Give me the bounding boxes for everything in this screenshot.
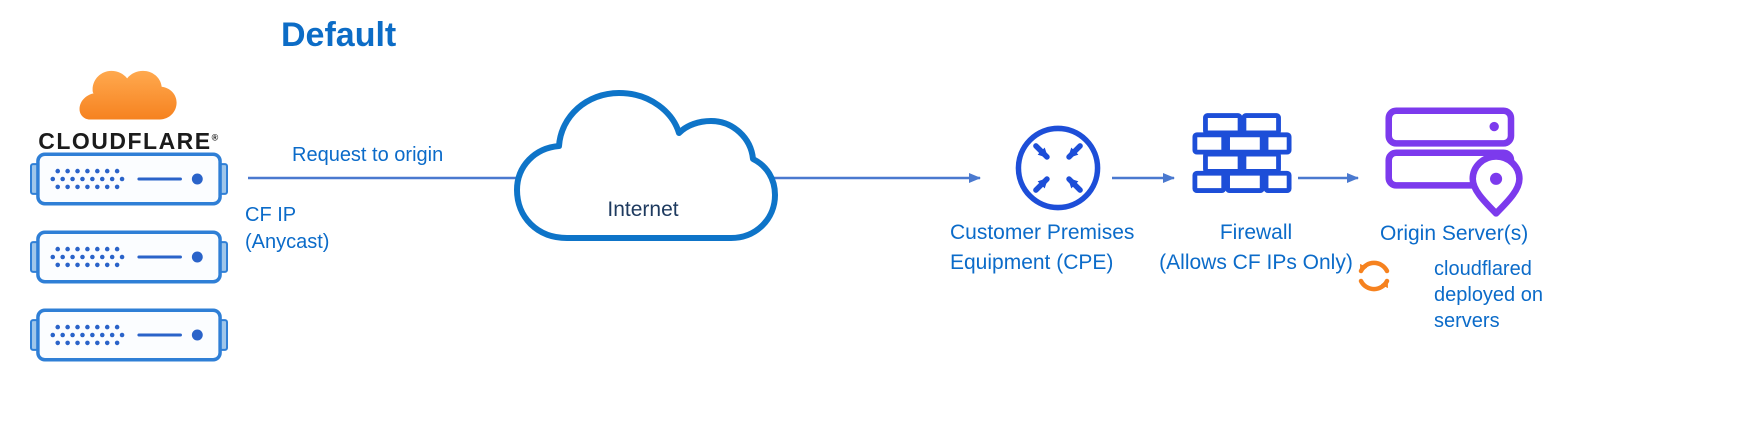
cloudflare-server-icon — [30, 150, 228, 208]
cf-ip-line1: CF IP — [245, 204, 297, 226]
page-title: Default — [281, 16, 397, 54]
request-to-origin-label: Request to origin — [292, 144, 444, 166]
cloudflare-logo: CLOUDFLARE® — [28, 70, 230, 155]
registered-mark: ® — [211, 132, 220, 143]
cloudflared-label: cloudflared deployed on servers — [1434, 256, 1543, 334]
cloudflare-server-icon — [30, 228, 228, 286]
cpe-label-line1: Customer Premises — [950, 221, 1135, 244]
origin-server-icon — [1385, 107, 1523, 217]
cloudflare-wordmark: CLOUDFLARE® — [28, 128, 230, 155]
cpe-icon — [1015, 125, 1101, 211]
firewall-label-line1: Firewall — [1219, 221, 1293, 244]
firewall-label-line2: (Allows CF IPs Only) — [1159, 251, 1353, 274]
cpe-label: Customer Premises Equipment (CPE) — [950, 218, 1134, 278]
cloudflared-sync-icon — [1358, 260, 1390, 292]
cloudflare-cloud-icon — [79, 70, 177, 120]
cloudflared-label-line1: cloudflared — [1434, 258, 1532, 280]
cf-ip-anycast-label: CF IP (Anycast) — [245, 202, 329, 256]
cloudflare-wordmark-text: CLOUDFLARE — [38, 128, 212, 154]
cpe-label-line2: Equipment (CPE) — [950, 251, 1114, 274]
internet-label: Internet — [607, 198, 679, 221]
cloudflare-server-icon — [30, 306, 228, 364]
internet-cloud-icon — [514, 90, 778, 241]
cf-ip-line2: (Anycast) — [245, 231, 330, 253]
origin-server-label: Origin Server(s) — [1380, 222, 1529, 245]
cloudflared-label-line2: deployed on — [1434, 284, 1543, 306]
cloudflared-label-line3: servers — [1434, 310, 1500, 332]
firewall-icon — [1192, 113, 1292, 193]
firewall-label: Firewall (Allows CF IPs Only) — [1150, 218, 1362, 278]
